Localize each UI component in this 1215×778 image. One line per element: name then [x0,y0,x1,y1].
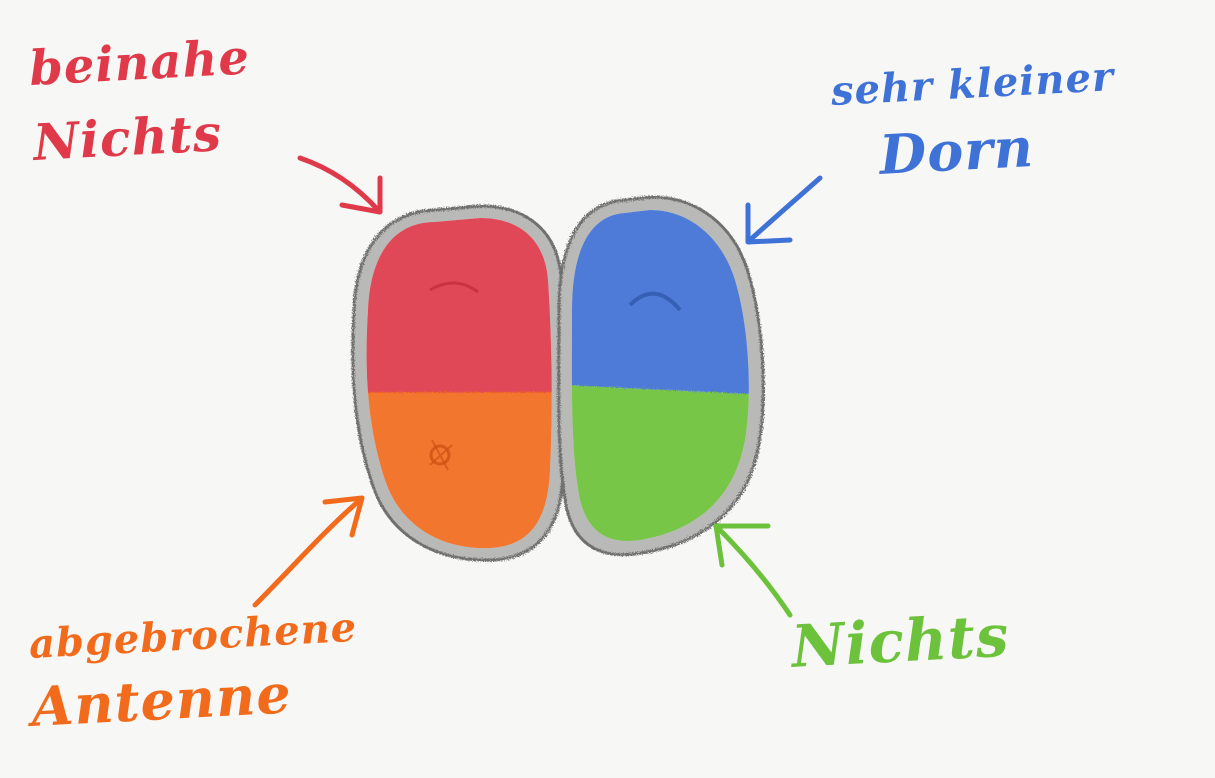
red-quadrant [360,215,560,393]
label-green: Nichts [790,607,1011,676]
label-red-line1: beinahe [28,33,251,92]
left-seed-half [353,206,565,562]
arrow-red [300,158,380,212]
arrow-blue [748,178,820,242]
label-blue-line2: Dorn [878,120,1035,182]
arrow-orange [255,498,362,605]
label-orange-line2: Antenne [30,666,293,734]
label-red-line2: Nichts [32,108,223,168]
arrow-green [716,526,790,615]
right-seed-half [559,197,770,560]
